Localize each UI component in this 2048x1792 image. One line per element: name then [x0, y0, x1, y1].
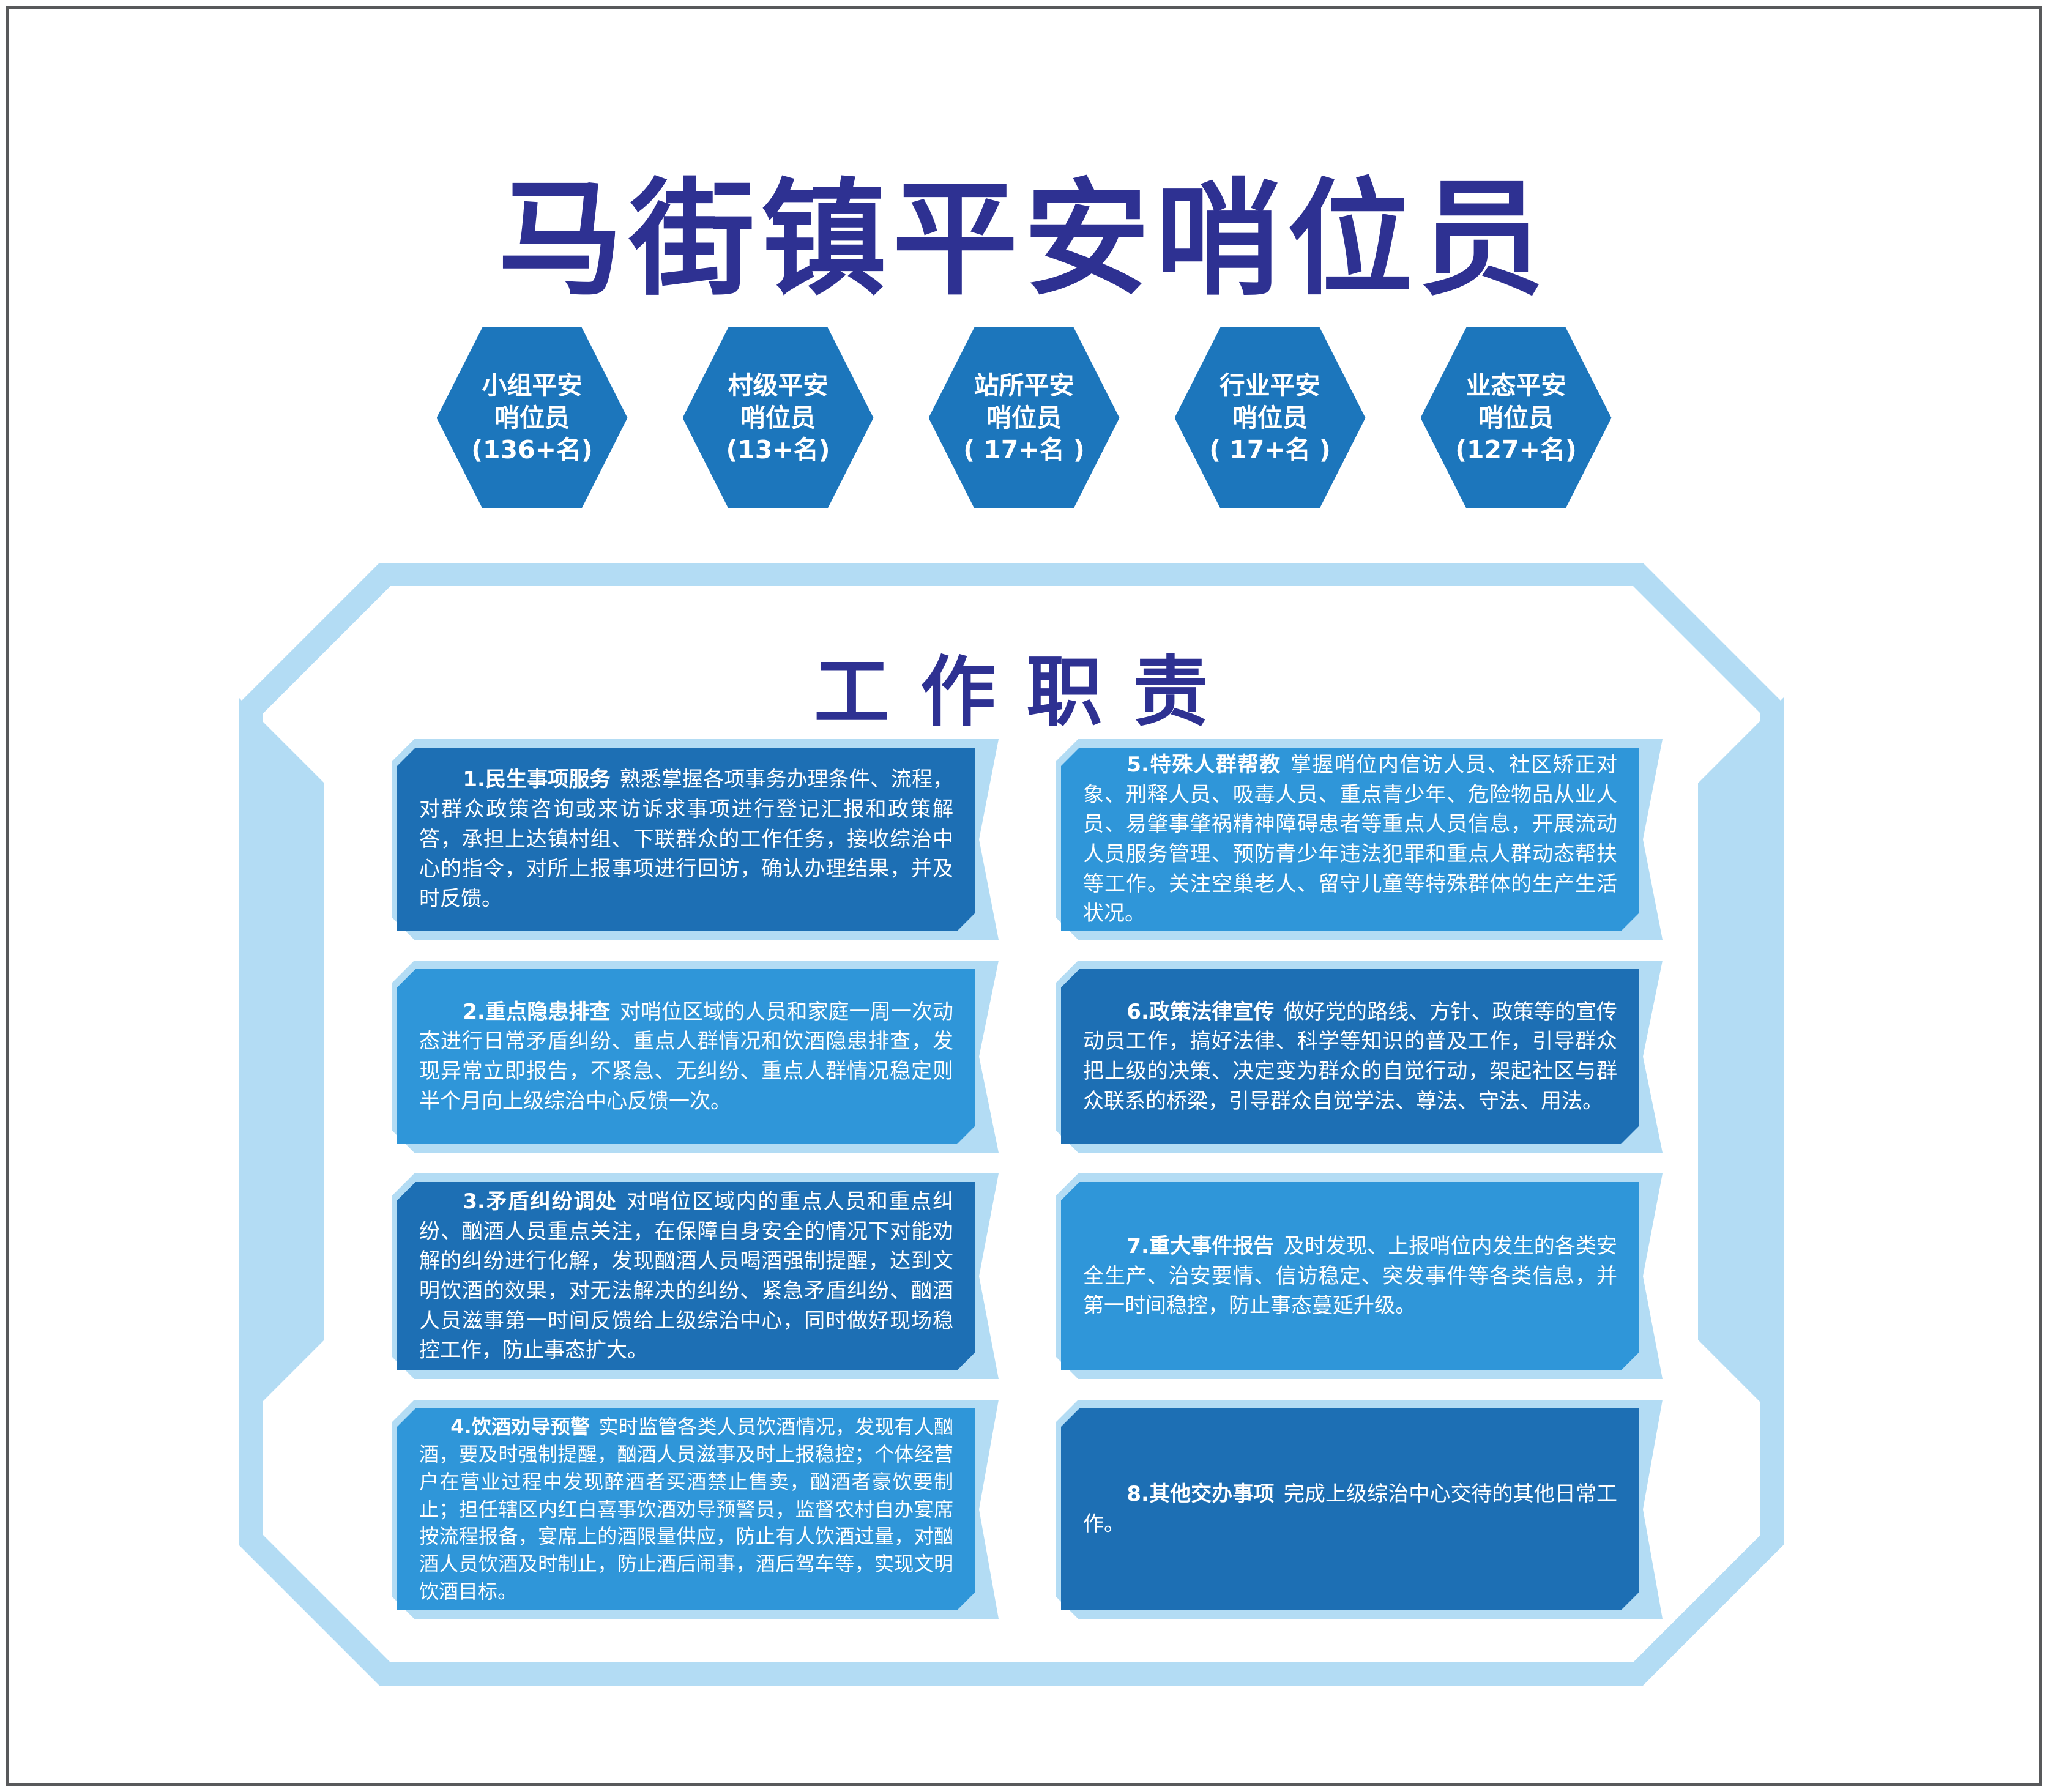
duty-body-text: 实时监管各类人员饮酒情况，发现有人酗酒，要及时强制提醒，酗酒人员滋事及时上报稳控… — [419, 1415, 953, 1603]
badge-line-1: 站所平安 — [974, 371, 1074, 401]
duty-heading: 1.民生事项服务 — [463, 767, 611, 792]
badge-line-1: 小组平安 — [482, 371, 583, 401]
duties-grid: 1.民生事项服务熟悉掌握各项事务办理条件、流程，对群众政策咨询或来访诉求事项进行… — [397, 748, 1639, 1610]
duty-card-body: 4.饮酒劝导预警实时监管各类人员饮酒情况，发现有人酗酒，要及时强制提醒，酗酒人员… — [397, 1408, 975, 1610]
badge-count: (13+名) — [726, 435, 830, 465]
duty-card-6: 6.政策法律宣传做好党的路线、方针、政策等的宣传动员工作，搞好法律、科学等知识的… — [1061, 969, 1639, 1144]
badge-line-2: 哨位员 — [740, 403, 816, 433]
badge-count: (127+名) — [1455, 435, 1577, 465]
duty-card-8: 8.其他交办事项完成上级综治中心交待的其他日常工作。 — [1061, 1408, 1639, 1610]
duty-card-body: 8.其他交办事项完成上级综治中心交待的其他日常工作。 — [1061, 1408, 1639, 1610]
duty-card-5: 5.特殊人群帮教掌握哨位内信访人员、社区矫正对象、刑释人员、吸毒人员、重点青少年… — [1061, 748, 1639, 931]
duty-body-text: 及时发现、上报哨位内发生的各类安全生产、治安要情、信访稳定、突发事件等各类信息，… — [1083, 1234, 1617, 1318]
duty-card-2: 2.重点隐患排查对哨位区域的人员和家庭一周一次动态进行日常矛盾纠纷、重点人群情况… — [397, 969, 975, 1144]
duty-card-body: 5.特殊人群帮教掌握哨位内信访人员、社区矫正对象、刑释人员、吸毒人员、重点青少年… — [1061, 748, 1639, 931]
badge-line-1: 行业平安 — [1219, 371, 1320, 401]
section-title: 工作职责 — [814, 649, 1239, 737]
badge-count: ( 17+名 ) — [1209, 435, 1331, 465]
duty-body-text: 对哨位区域的人员和家庭一周一次动态进行日常矛盾纠纷、重点人群情况和饮酒隐患排查，… — [419, 999, 953, 1113]
badge-group-sentinel: 小组平安 哨位员 (136+名) — [436, 327, 628, 508]
badge-line-2: 哨位员 — [1478, 403, 1554, 433]
duty-card-7: 7.重大事件报告及时发现、上报哨位内发生的各类安全生产、治安要情、信访稳定、突发… — [1061, 1182, 1639, 1370]
duty-heading: 2.重点隐患排查 — [463, 999, 611, 1024]
duty-heading: 7.重大事件报告 — [1126, 1234, 1275, 1259]
duty-card-body: 7.重大事件报告及时发现、上报哨位内发生的各类安全生产、治安要情、信访稳定、突发… — [1061, 1182, 1639, 1370]
badge-count: (136+名) — [471, 435, 593, 465]
duty-heading: 3.矛盾纠纷调处 — [463, 1189, 617, 1214]
badge-count: ( 17+名 ) — [963, 435, 1085, 465]
duty-heading: 4.饮酒劝导预警 — [450, 1415, 590, 1439]
duty-body-text: 做好党的路线、方针、政策等的宣传动员工作，搞好法律、科学等知识的普及工作，引导群… — [1083, 999, 1617, 1113]
duty-body-text: 完成上级综治中心交待的其他日常工作。 — [1083, 1482, 1617, 1536]
duty-card-body: 6.政策法律宣传做好党的路线、方针、政策等的宣传动员工作，搞好法律、科学等知识的… — [1061, 969, 1639, 1144]
duty-heading: 8.其他交办事项 — [1126, 1482, 1275, 1507]
duty-card-1: 1.民生事项服务熟悉掌握各项事务办理条件、流程，对群众政策咨询或来访诉求事项进行… — [397, 748, 975, 931]
badge-industry-sentinel: 行业平安 哨位员 ( 17+名 ) — [1174, 327, 1366, 508]
badge-station-sentinel: 站所平安 哨位员 ( 17+名 ) — [928, 327, 1120, 508]
duty-body-text: 掌握哨位内信访人员、社区矫正对象、刑释人员、吸毒人员、重点青少年、危险物品从业人… — [1083, 753, 1617, 926]
badge-line-2: 哨位员 — [1232, 403, 1308, 433]
badge-line-2: 哨位员 — [494, 403, 570, 433]
page-title: 马街镇平安哨位员 — [497, 167, 1551, 313]
badge-business-sentinel: 业态平安 哨位员 (127+名) — [1420, 327, 1612, 508]
duty-card-body: 3.矛盾纠纷调处对哨位区域内的重点人员和重点纠纷、酗酒人员重点关注，在保障自身安… — [397, 1182, 975, 1370]
duty-body-text: 对哨位区域内的重点人员和重点纠纷、酗酒人员重点关注，在保障自身安全的情况下对能劝… — [419, 1189, 953, 1363]
duty-heading: 6.政策法律宣传 — [1126, 999, 1275, 1024]
duty-card-3: 3.矛盾纠纷调处对哨位区域内的重点人员和重点纠纷、酗酒人员重点关注，在保障自身安… — [397, 1182, 975, 1370]
duty-card-body: 2.重点隐患排查对哨位区域的人员和家庭一周一次动态进行日常矛盾纠纷、重点人群情况… — [397, 969, 975, 1144]
sentinel-category-badges: 小组平安 哨位员 (136+名) 村级平安 哨位员 (13+名) 站所平安 哨位… — [0, 327, 2048, 508]
badge-line-1: 业态平安 — [1465, 371, 1566, 401]
badge-village-sentinel: 村级平安 哨位员 (13+名) — [682, 327, 874, 508]
duty-heading: 5.特殊人群帮教 — [1126, 753, 1281, 778]
badge-line-2: 哨位员 — [986, 403, 1062, 433]
badge-line-1: 村级平安 — [728, 371, 829, 401]
duty-body-text: 熟悉掌握各项事务办理条件、流程，对群众政策咨询或来访诉求事项进行登记汇报和政策解… — [419, 767, 953, 911]
duty-card-4: 4.饮酒劝导预警实时监管各类人员饮酒情况，发现有人酗酒，要及时强制提醒，酗酒人员… — [397, 1408, 975, 1610]
duty-card-body: 1.民生事项服务熟悉掌握各项事务办理条件、流程，对群众政策咨询或来访诉求事项进行… — [397, 748, 975, 931]
